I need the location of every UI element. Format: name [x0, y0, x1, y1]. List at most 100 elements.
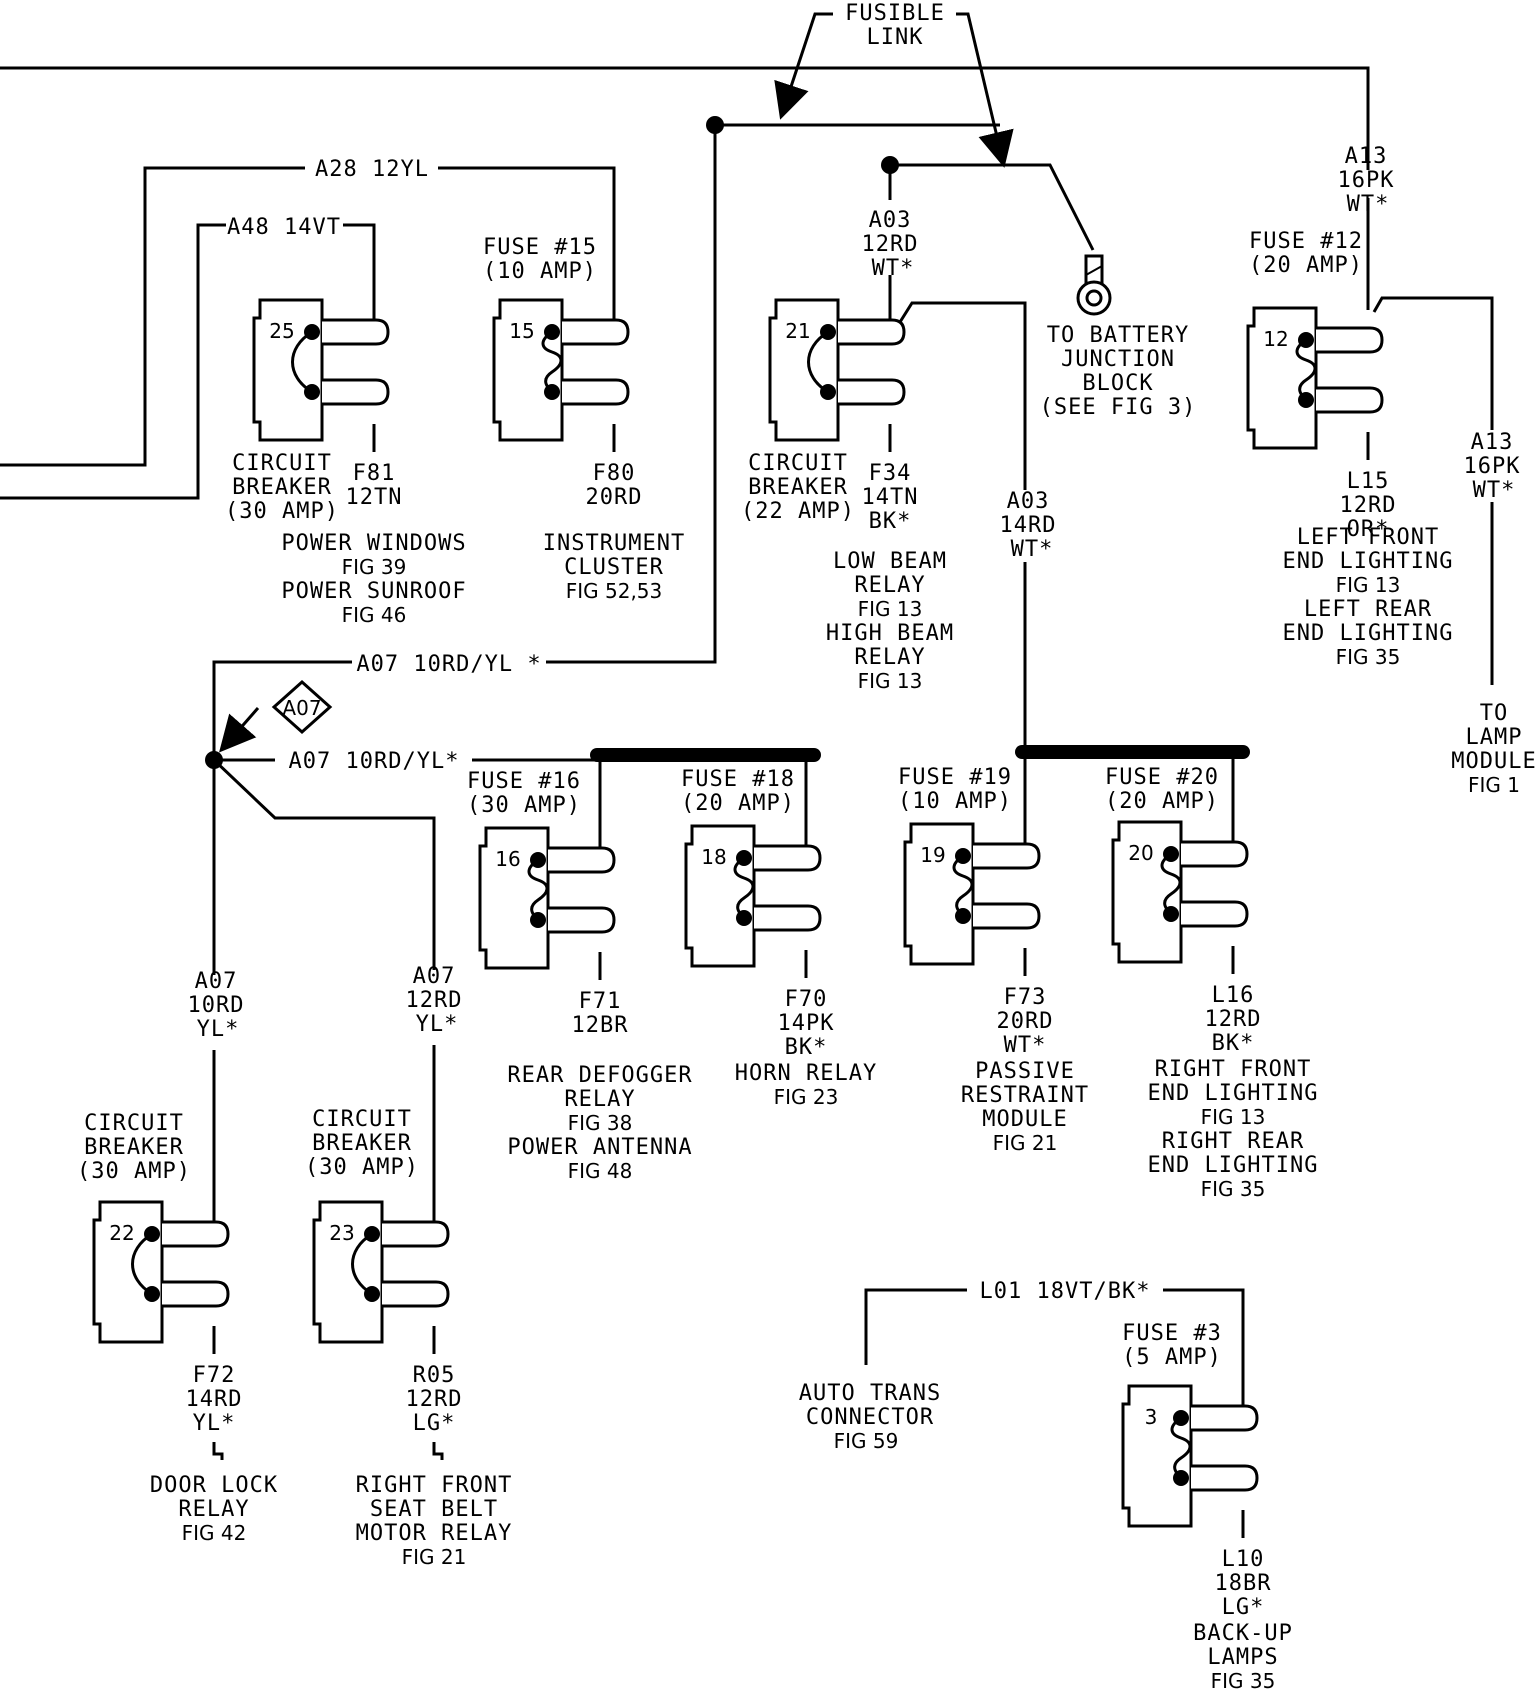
device-title: FUSE #3	[1122, 1321, 1222, 1346]
input-pin	[838, 318, 906, 346]
a03-top-label-1: A03	[869, 208, 912, 233]
auto-trans-label-3: FIG 59	[834, 1429, 899, 1453]
a07-bus-label: A07 10RD/YL*	[289, 749, 460, 774]
output-wire-label: F70	[785, 987, 828, 1012]
a07-main-wire	[546, 125, 717, 664]
destination-label: POWER ANTENNA	[507, 1135, 692, 1160]
input-pin	[1191, 1404, 1259, 1432]
device-title: FUSE #15	[483, 235, 597, 260]
destination-label: SEAT BELT	[370, 1497, 498, 1522]
a13-right-label-2: 16PK	[1464, 454, 1521, 479]
output-wire-label: LG*	[413, 1411, 456, 1436]
device-number: 12	[1263, 327, 1288, 351]
device-title: (20 AMP)	[1249, 253, 1363, 278]
a28-wire	[0, 166, 305, 467]
a07-main-wire-left	[212, 660, 352, 760]
destination-label: END LIGHTING	[1148, 1081, 1319, 1106]
destination-label: FIG 13	[1336, 573, 1401, 597]
output-pin	[1191, 1464, 1259, 1492]
destination-label: RELAY	[854, 573, 925, 598]
output-pin	[1181, 900, 1249, 928]
l01-wire-left	[864, 1288, 967, 1365]
device-title: CIRCUIT	[84, 1111, 184, 1136]
output-pin	[1316, 386, 1384, 414]
splice-pointer	[219, 707, 260, 753]
destination-label: FIG 48	[568, 1159, 633, 1183]
a28-wire-right	[438, 166, 616, 330]
a07-left-label-1: A07	[195, 969, 238, 994]
battery-node	[881, 156, 899, 174]
destination-label: FIG 23	[774, 1085, 839, 1109]
auto-trans-label-2: CONNECTOR	[806, 1405, 934, 1430]
destination-wire	[432, 1442, 444, 1460]
device-side-label: (30 AMP)	[225, 499, 339, 524]
device-title: FUSE #18	[681, 767, 795, 792]
fuse-element-icon	[527, 858, 549, 922]
output-pin	[562, 378, 630, 406]
fuse-element-icon	[541, 330, 563, 394]
fusible-link-label-2: LINK	[867, 25, 924, 50]
destination-label: FIG 35	[1201, 1177, 1266, 1201]
input-pin	[1181, 840, 1249, 868]
device-title: CIRCUIT	[312, 1107, 412, 1132]
destination-label: FIG 39	[342, 555, 407, 579]
device-number: 25	[269, 319, 294, 343]
junction-dots	[205, 116, 899, 769]
a48-wire-right	[343, 223, 376, 330]
battery-feed	[890, 163, 1095, 251]
output-wire-label: 12TN	[346, 485, 403, 510]
destination-label: RELAY	[178, 1497, 249, 1522]
output-wire-label: 12RD	[406, 1387, 463, 1412]
destination-label: MODULE	[982, 1107, 1067, 1132]
output-wire-label: 12RD	[1340, 493, 1397, 518]
a03-branch	[893, 301, 1027, 490]
a07-right-label-1: A07	[413, 964, 456, 989]
breaker-element-icon	[351, 1232, 373, 1296]
a07-right-branch	[212, 758, 436, 970]
a07-left-label-3: YL*	[197, 1017, 240, 1042]
input-pin	[548, 846, 616, 874]
a07-main-label: A07 10RD/YL *	[356, 652, 541, 677]
device-side-label: (22 AMP)	[741, 499, 855, 524]
output-wire-label: 12RD	[1205, 1007, 1262, 1032]
a07-right-label-3: YL*	[416, 1012, 459, 1037]
output-wire-label: BK*	[869, 509, 912, 534]
a48-label: A48 14VT	[227, 215, 341, 240]
a03-top-label-3: WT*	[872, 256, 915, 281]
destination-label: POWER WINDOWS	[281, 531, 466, 556]
destination-label: DOOR LOCK	[150, 1473, 278, 1498]
fuse-element-icon	[733, 856, 755, 920]
destination-label: FIG 21	[402, 1545, 467, 1569]
device-number: 22	[109, 1221, 134, 1245]
device-title: (10 AMP)	[898, 789, 1012, 814]
output-wire-label: OR*	[1347, 517, 1390, 542]
device-title: (20 AMP)	[1105, 789, 1219, 814]
output-wire-label: F81	[353, 461, 396, 486]
output-pin	[548, 906, 616, 934]
device-number: 16	[495, 847, 520, 871]
device-title: (30 AMP)	[77, 1159, 191, 1184]
output-wire-label: BK*	[1212, 1031, 1255, 1056]
splice-tag-label: A07	[282, 696, 321, 720]
destination-label: END LIGHTING	[1148, 1153, 1319, 1178]
output-wire-label: 12BR	[572, 1013, 629, 1038]
battery-terminal-icon	[1076, 254, 1112, 316]
device-title: (20 AMP)	[681, 791, 795, 816]
output-wire-label: BK*	[785, 1035, 828, 1060]
device-side-label: CIRCUIT	[232, 451, 332, 476]
destination-label: POWER SUNROOF	[281, 579, 466, 604]
output-wire-label: F34	[869, 461, 912, 486]
breaker-element-icon	[131, 1232, 153, 1296]
input-pin	[322, 318, 390, 346]
input-pin	[382, 1220, 450, 1248]
output-wire-label: YL*	[193, 1411, 236, 1436]
output-wire-label: F72	[193, 1363, 236, 1388]
device-number: 15	[509, 319, 534, 343]
destination-label: LEFT REAR	[1304, 597, 1432, 622]
lamp-module-label-2: LAMP	[1466, 725, 1523, 750]
input-pin	[754, 844, 822, 872]
destination-label: FIG 21	[993, 1131, 1058, 1155]
device-title: BREAKER	[312, 1131, 412, 1156]
